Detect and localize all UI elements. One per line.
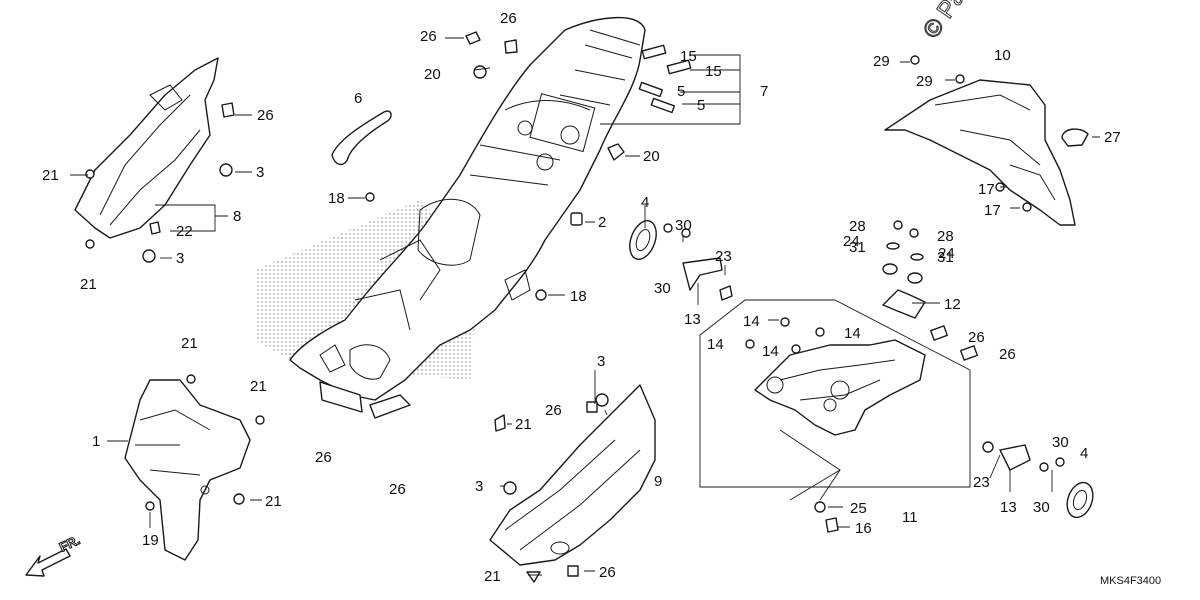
inner-fender-part bbox=[124, 374, 265, 561]
front-label: FR. bbox=[57, 532, 82, 554]
callout-21: 21 bbox=[250, 378, 267, 395]
watermark-text: © Pa bbox=[918, 0, 971, 43]
boundary-11 bbox=[699, 299, 971, 488]
callout-23: 23 bbox=[715, 248, 732, 265]
callout-6: 6 bbox=[354, 90, 362, 107]
bolt-16 bbox=[825, 517, 839, 533]
callout-16: 16 bbox=[855, 520, 872, 537]
callout-26: 26 bbox=[599, 564, 616, 581]
callout-14: 14 bbox=[707, 336, 724, 353]
callout-21: 21 bbox=[515, 416, 532, 433]
callout-20: 20 bbox=[643, 148, 660, 165]
seal-pads bbox=[638, 44, 692, 114]
callout-30: 30 bbox=[1033, 499, 1050, 516]
rear-bracket-part bbox=[745, 317, 926, 436]
callout-21: 21 bbox=[484, 568, 501, 585]
callout-31: 31 bbox=[937, 249, 954, 266]
callout-19: 19 bbox=[142, 532, 159, 549]
callout-11: 11 bbox=[902, 509, 918, 526]
callout-14: 14 bbox=[844, 325, 861, 342]
callout-13: 13 bbox=[1000, 499, 1017, 516]
callout-3: 3 bbox=[475, 478, 483, 495]
callout-3: 3 bbox=[597, 353, 605, 370]
fender-hardware bbox=[365, 31, 625, 432]
callout-28: 28 bbox=[849, 218, 866, 235]
callout-31: 31 bbox=[849, 239, 866, 256]
callout-26: 26 bbox=[999, 346, 1016, 363]
callout-4: 4 bbox=[641, 194, 649, 211]
callout-18: 18 bbox=[570, 288, 587, 305]
callout-13: 13 bbox=[684, 311, 701, 328]
callout-29: 29 bbox=[873, 53, 890, 70]
callout-8: 8 bbox=[233, 208, 241, 225]
callout-21: 21 bbox=[181, 335, 198, 352]
reflector-assembly-left bbox=[629, 220, 733, 301]
callout-22: 22 bbox=[176, 223, 193, 240]
callout-1: 1 bbox=[92, 433, 100, 450]
callout-3: 3 bbox=[256, 164, 264, 181]
callout-26: 26 bbox=[545, 402, 562, 419]
callout-3: 3 bbox=[176, 250, 184, 267]
front-direction-arrow: FR. bbox=[25, 532, 83, 577]
callout-23: 23 bbox=[973, 474, 990, 491]
callout-27: 27 bbox=[1104, 129, 1121, 146]
callout-7: 7 bbox=[760, 83, 768, 100]
diagram-code: MKS4F3400 bbox=[1100, 575, 1161, 587]
callout-14: 14 bbox=[762, 343, 779, 360]
callout-17: 17 bbox=[978, 181, 995, 198]
callout-26: 26 bbox=[257, 107, 274, 124]
callout-26: 26 bbox=[315, 449, 332, 466]
callout-2: 2 bbox=[598, 214, 606, 231]
callout-labels: 1 2 3 3 3 3 4 4 5 5 6 7 8 9 10 11 12 13 … bbox=[42, 10, 1121, 585]
callout-18: 18 bbox=[328, 190, 345, 207]
rear-fender-part bbox=[289, 16, 646, 419]
callout-21: 21 bbox=[80, 276, 97, 293]
callout-26: 26 bbox=[500, 10, 517, 27]
callout-24: 24 bbox=[843, 233, 860, 250]
leader-lines bbox=[70, 37, 1100, 576]
callout-25: 25 bbox=[850, 500, 867, 517]
callout-24: 24 bbox=[938, 245, 955, 262]
callout-26: 26 bbox=[968, 329, 985, 346]
callout-30: 30 bbox=[1052, 434, 1069, 451]
callout-21: 21 bbox=[265, 493, 282, 510]
reflector-assembly-right bbox=[982, 441, 1094, 519]
left-side-cover-part bbox=[74, 57, 235, 263]
washer-25 bbox=[814, 501, 826, 513]
callout-17: 17 bbox=[984, 202, 1001, 219]
callout-9: 9 bbox=[654, 473, 662, 490]
bracket-7 bbox=[600, 54, 741, 125]
callout-29: 29 bbox=[916, 73, 933, 90]
right-side-cover-part bbox=[489, 384, 656, 583]
callout-12: 12 bbox=[944, 296, 961, 313]
callout-5: 5 bbox=[677, 83, 685, 100]
callout-10: 10 bbox=[994, 47, 1011, 64]
callout-21: 21 bbox=[42, 167, 59, 184]
rubber-band-part bbox=[331, 110, 392, 166]
callout-26: 26 bbox=[389, 481, 406, 498]
callout-26: 26 bbox=[420, 28, 437, 45]
callout-28: 28 bbox=[937, 228, 954, 245]
callout-14: 14 bbox=[743, 313, 760, 330]
callout-30: 30 bbox=[654, 280, 671, 297]
callout-15: 15 bbox=[680, 48, 697, 65]
callout-4: 4 bbox=[1080, 445, 1088, 462]
callout-5: 5 bbox=[697, 97, 705, 114]
callout-20: 20 bbox=[424, 66, 441, 83]
callout-15: 15 bbox=[705, 63, 722, 80]
callout-30: 30 bbox=[675, 217, 692, 234]
mount-hardware-right bbox=[882, 220, 978, 361]
bracket-leads bbox=[779, 429, 841, 501]
